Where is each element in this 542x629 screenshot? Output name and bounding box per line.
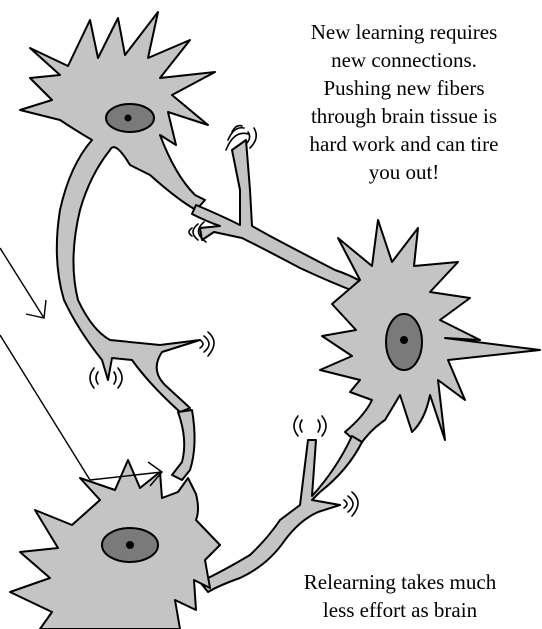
top-caption-line: through brain tissue is [268,102,540,130]
nucleolus-bottom [126,541,134,549]
top-caption-line: new connections. [268,46,540,74]
synapse-signal-icon [344,492,358,516]
axon-top-to-bottom [172,410,195,480]
arrow-lower-line [0,335,90,480]
synapse-signal-icon [200,332,214,356]
bottom-caption-line: less effort as brain [250,596,542,624]
neuron-right [320,220,540,445]
top-caption-line: Pushing new fibers [268,74,540,102]
top-caption-line: New learning requires [268,18,540,46]
synapse-signal-icon [294,416,326,436]
arrow-upper-line [0,248,44,318]
neuron-top-left [20,12,215,412]
nucleolus-top-left [125,115,132,122]
top-caption: New learning requires new connections. P… [268,18,540,186]
bottom-caption-line: Relearning takes much [250,568,542,596]
top-caption-line: you out! [268,158,540,186]
nucleolus-right [400,336,408,344]
top-caption-line: hard work and can tire [268,130,540,158]
bottom-caption: Relearning takes much less effort as bra… [250,568,542,624]
